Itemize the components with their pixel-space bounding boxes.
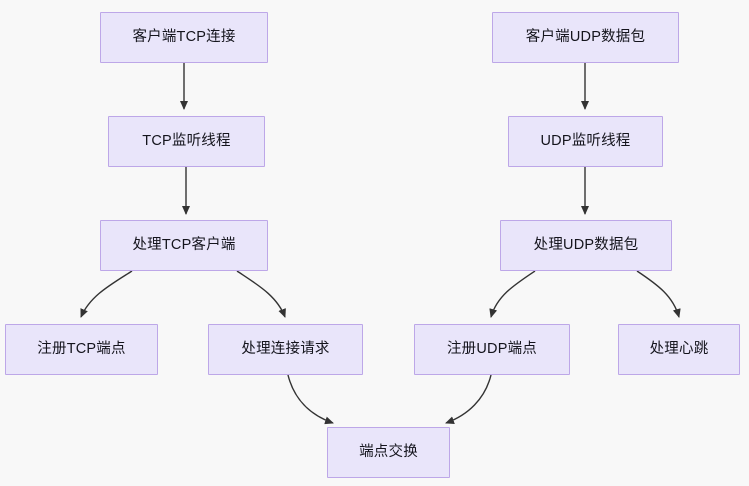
- edge-handle-conn-req-to-endpoint-exchange: [287, 374, 334, 425]
- node-handle-tcp-client[interactable]: 处理TCP客户端: [100, 220, 268, 271]
- edge-handle-tcp-client-to-handle-conn-req: [236, 270, 286, 318]
- node-handle-heartbeat[interactable]: 处理心跳: [618, 324, 740, 375]
- node-label: TCP监听线程: [142, 133, 231, 150]
- node-reg-tcp-endpoint[interactable]: 注册TCP端点: [5, 324, 158, 375]
- node-label: 客户端TCP连接: [132, 29, 236, 46]
- node-reg-udp-endpoint[interactable]: 注册UDP端点: [414, 324, 570, 375]
- edge-handle-udp-packet-to-handle-heartbeat: [636, 270, 681, 318]
- node-label: 客户端UDP数据包: [525, 29, 646, 46]
- node-handle-udp-packet[interactable]: 处理UDP数据包: [500, 220, 672, 271]
- node-label: 处理连接请求: [241, 341, 330, 358]
- node-endpoint-exchange[interactable]: 端点交换: [327, 427, 450, 478]
- edge-handle-udp-packet-to-reg-udp-endpoint: [489, 270, 536, 318]
- node-label: 注册UDP端点: [446, 341, 537, 358]
- node-label: 端点交换: [359, 444, 418, 461]
- node-label: UDP监听线程: [540, 133, 631, 150]
- node-udp-listener[interactable]: UDP监听线程: [508, 116, 663, 167]
- node-udp-client[interactable]: 客户端UDP数据包: [492, 12, 679, 63]
- node-label: 注册TCP端点: [37, 341, 126, 358]
- edge-handle-tcp-client-to-reg-tcp-endpoint: [80, 270, 133, 318]
- node-label: 处理TCP客户端: [132, 237, 236, 254]
- node-label: 处理心跳: [649, 341, 709, 358]
- node-tcp-client[interactable]: 客户端TCP连接: [100, 12, 268, 63]
- node-label: 处理UDP数据包: [533, 237, 639, 254]
- node-tcp-listener[interactable]: TCP监听线程: [108, 116, 265, 167]
- node-handle-conn-req[interactable]: 处理连接请求: [208, 324, 363, 375]
- edge-reg-udp-endpoint-to-endpoint-exchange: [445, 374, 492, 425]
